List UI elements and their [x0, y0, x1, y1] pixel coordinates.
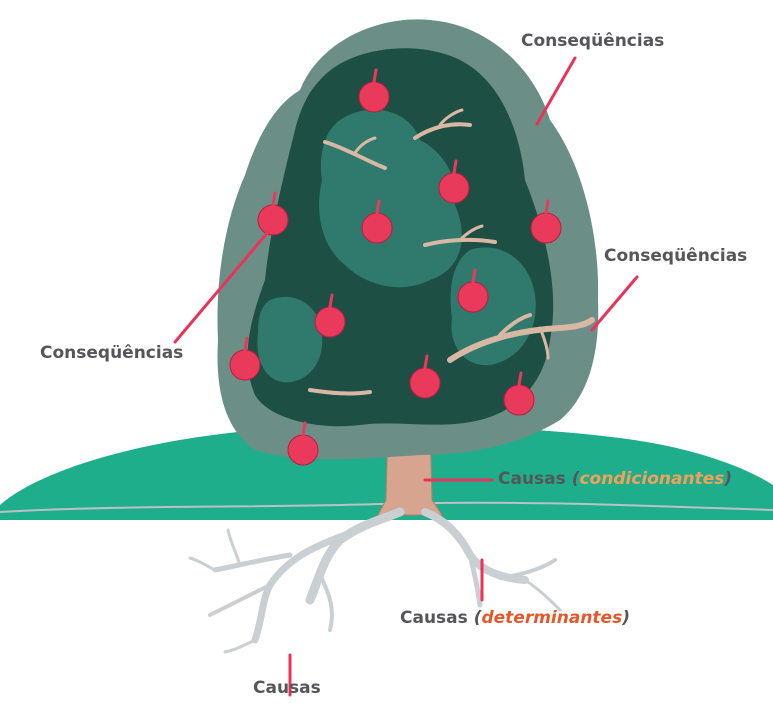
- label-close-paren: ): [622, 608, 630, 628]
- fruit: [258, 205, 288, 235]
- fruit: [230, 350, 260, 380]
- fruit: [504, 385, 534, 415]
- fruit: [458, 282, 488, 312]
- label-causes-word: Causas: [400, 608, 468, 628]
- label-causes-word: Causas: [498, 469, 566, 489]
- fruit: [315, 307, 345, 337]
- pointer-mid-right: [592, 277, 637, 330]
- fruit: [288, 435, 318, 465]
- label-causes-bottom: Causas: [253, 680, 321, 697]
- fruit: [359, 82, 389, 112]
- label-causes-conditioning: Causas (condicionantes): [498, 471, 732, 488]
- fruit: [439, 173, 469, 203]
- fruit: [531, 213, 561, 243]
- fruit: [362, 213, 392, 243]
- tree-roots: [190, 512, 560, 652]
- label-causes-determining: Causas (determinantes): [400, 610, 630, 627]
- label-conditioning-term: condicionantes: [579, 469, 724, 489]
- label-determining-term: determinantes: [481, 608, 622, 628]
- pointer-top-right: [537, 58, 575, 124]
- label-consequences-left: Conseqüências: [40, 345, 183, 362]
- label-close-paren: ): [724, 469, 732, 489]
- label-consequences-mid-right: Conseqüências: [604, 248, 747, 265]
- fruit: [410, 368, 440, 398]
- label-consequences-top-right: Conseqüências: [521, 33, 664, 50]
